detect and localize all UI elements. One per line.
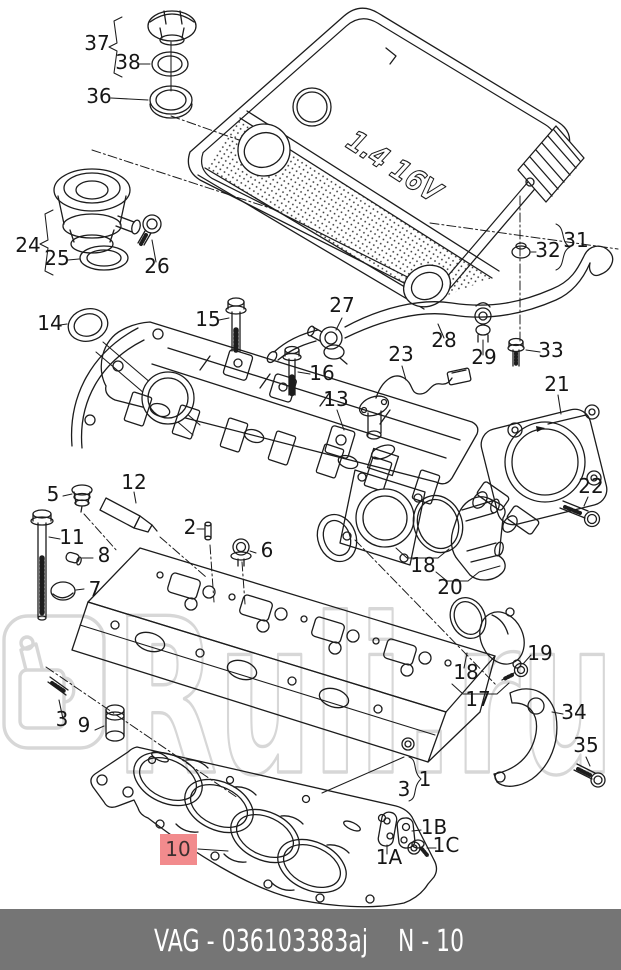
part-label-6: 6 (261, 538, 274, 562)
cover-emblem (292, 87, 332, 127)
plate-1b (396, 817, 416, 849)
cover-bolt-19 (501, 662, 529, 681)
hose-clip-29 (474, 302, 492, 343)
part-label-24: 24 (15, 233, 40, 257)
footer-page-code: N - 10 (398, 924, 464, 959)
camshaft-sensor (358, 367, 472, 440)
end-plates (377, 811, 429, 857)
part-label-27: 27 (329, 293, 354, 317)
cap-7 (50, 581, 76, 601)
pin-8 (65, 551, 82, 566)
part-label-1: 1 (419, 767, 432, 791)
camshaft-seal (67, 308, 109, 342)
pump-bolt-22 (559, 500, 601, 528)
highlight-box (160, 834, 197, 865)
part-label-18b: 18 (453, 660, 478, 684)
part-label-37: 37 (84, 31, 109, 55)
cover-filler-recess (237, 123, 291, 177)
seal-ring-38 (151, 51, 189, 77)
oil-can-icon (18, 635, 76, 730)
watermark: Ruli.ru (2, 570, 617, 825)
part-label-26: 26 (144, 254, 169, 278)
part-label-2: 2 (184, 515, 197, 539)
filler-seal-25 (79, 245, 129, 271)
part-label-31: 31 (563, 228, 588, 252)
footer-catalog-code: VAG - 036103383aj (154, 924, 368, 959)
part-labels: 37 38 36 24 25 26 14 15 16 27 28 29 31 3… (15, 31, 603, 869)
part-label-3a: 3 (56, 707, 69, 731)
part-label-33: 33 (538, 338, 563, 362)
plate-1a (377, 811, 398, 847)
part-label-35: 35 (573, 733, 598, 757)
rear-cover-group (449, 597, 529, 681)
part-label-22: 22 (578, 474, 603, 498)
head-bolt-11 (30, 509, 54, 621)
part-label-20: 20 (437, 575, 462, 599)
plug-9 (105, 704, 125, 742)
part-label-36: 36 (86, 84, 111, 108)
part-label-1c: 1C (433, 833, 460, 857)
part-label-8: 8 (98, 543, 111, 567)
cover-bolt-15 (225, 297, 247, 353)
bracket-bolt-35 (573, 763, 606, 788)
part-label-19: 19 (527, 641, 552, 665)
part-label-14: 14 (37, 311, 62, 335)
part-label-3b: 3 (398, 777, 411, 801)
sealant-tube-12 (99, 497, 207, 578)
cylinder-head (45, 544, 496, 799)
part-label-5: 5 (47, 482, 60, 506)
coolant-pipe-20 (450, 496, 506, 581)
part-label-17: 17 (465, 687, 490, 711)
watermark-logo-box (2, 614, 106, 750)
part-label-7: 7 (89, 577, 102, 601)
part-label-32: 32 (535, 238, 560, 262)
part-label-1b: 1B (421, 815, 447, 839)
part-label-9: 9 (78, 713, 91, 737)
cover-gasket-rail (70, 327, 139, 447)
footer-background (0, 909, 621, 970)
leader-lines (39, 16, 619, 855)
screw-33 (507, 337, 525, 367)
part-label-1a: 1A (376, 845, 403, 869)
part-label-13: 13 (323, 387, 348, 411)
dowel-2 (204, 521, 212, 541)
grommet-32 (511, 195, 531, 343)
part-label-25: 25 (44, 246, 69, 270)
part-label-15: 15 (195, 307, 220, 331)
breather-hose (266, 245, 614, 364)
cover-vent (517, 125, 585, 203)
watermark-text: Ruli.ru (115, 572, 615, 823)
engine-cover: 1.4 16V 1.4 16V (187, 7, 585, 310)
part-label-18a: 18 (410, 553, 435, 577)
coolant-flange-group (316, 444, 506, 687)
part-label-23: 23 (388, 342, 413, 366)
sensor-boss-13 (324, 425, 356, 459)
lifting-bracket-34 (493, 688, 558, 787)
vacuum-pump (472, 404, 608, 535)
footer-bar: VAG - 036103383aj N - 10 (0, 909, 621, 970)
part-label-21: 21 (544, 372, 569, 396)
part-label-34: 34 (561, 700, 586, 724)
part-label-12: 12 (121, 470, 146, 494)
banjo-bolt-26 (137, 214, 162, 246)
part-label-29: 29 (471, 345, 496, 369)
o-ring-18a (412, 494, 464, 554)
o-ring-18b (449, 597, 487, 639)
part-label-16: 16 (309, 361, 334, 385)
part-label-11: 11 (59, 525, 84, 549)
screw-1c (411, 839, 429, 857)
stud-3 (47, 676, 69, 696)
part-label-28: 28 (431, 328, 456, 352)
plug-5 (71, 484, 119, 553)
valve-cover (70, 321, 479, 505)
part-label-38: 38 (115, 50, 140, 74)
part-label-10-highlighted: 10 (165, 837, 190, 861)
plug-bolt-6 (230, 538, 252, 567)
